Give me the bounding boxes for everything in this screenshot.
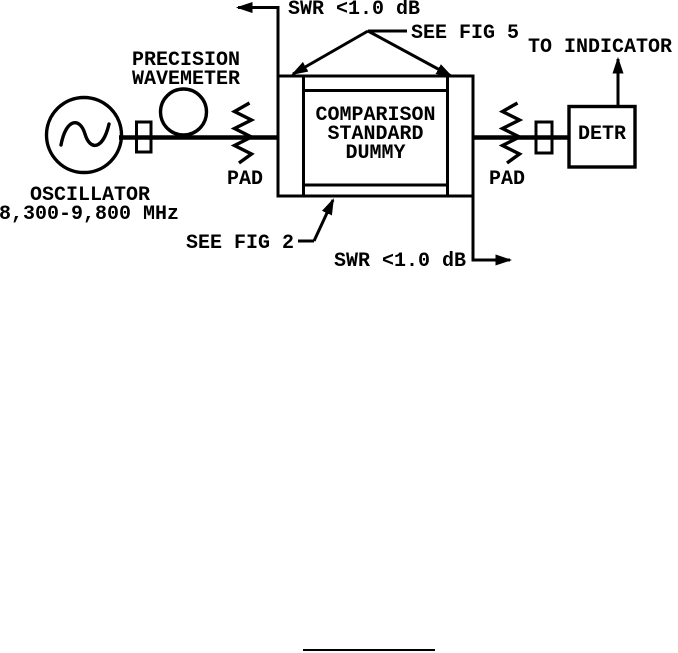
- comparison-standard-dummy-box: COMPARISON STANDARD DUMMY: [276, 74, 475, 198]
- see-fig-5-arrow-right: [367, 29, 451, 78]
- pad-left-zigzag-icon: [230, 101, 256, 165]
- detector-label: DETR: [578, 123, 626, 146]
- dummy-label-line1: COMPARISON: [315, 104, 435, 127]
- sine-wave-icon: [59, 121, 111, 147]
- pad-right-label: PAD: [489, 168, 525, 191]
- pad-right-zigzag-icon: [498, 101, 524, 165]
- see-fig-5-arrow-left: [293, 29, 369, 76]
- detector-box: [567, 104, 637, 169]
- swr-bottom-annotation: SWR <1.0 dB: [334, 197, 510, 273]
- dummy-label-line3: DUMMY: [345, 142, 405, 165]
- dummy-label-line2: STANDARD: [327, 123, 423, 146]
- see-fig-2-annotation: SEE FIG 2: [186, 200, 335, 255]
- swr-top-annotation: SWR <1.0 dB: [238, 0, 420, 76]
- swr-bottom-arrow: [471, 197, 510, 260]
- oscillator-range-label: 8,300-9,800 MHz: [0, 203, 179, 226]
- wavemeter-label-line2: WAVEMETER: [132, 68, 240, 91]
- oscillator-label: OSCILLATOR: [30, 184, 150, 207]
- to-indicator-label: TO INDICATOR: [528, 36, 672, 59]
- see-fig-2-arrow: [312, 200, 335, 242]
- wavemeter-label-line1: PRECISION: [132, 49, 240, 72]
- wavemeter-circle: [158, 87, 209, 137]
- see-fig-5-label: SEE FIG 5: [411, 22, 519, 45]
- connector-left: [135, 120, 153, 154]
- see-fig-2-label: SEE FIG 2: [186, 232, 294, 255]
- pad-right-symbol: PAD: [489, 101, 525, 191]
- swr-top-arrow: [238, 8, 280, 76]
- pad-left-symbol: PAD: [227, 101, 263, 191]
- see-fig-5-annotation: SEE FIG 5: [293, 22, 519, 78]
- connector-right: [534, 120, 554, 155]
- wavemeter-symbol: PRECISION WAVEMETER: [132, 49, 240, 137]
- pad-left-label: PAD: [227, 168, 263, 191]
- oscillator-symbol: OSCILLATOR 8,300-9,800 MHz: [0, 95, 179, 226]
- dummy-outer-rect: [276, 74, 475, 198]
- oscillator-circle: [44, 95, 124, 175]
- swr-top-label: SWR <1.0 dB: [288, 0, 420, 21]
- detector-symbol: DETR TO INDICATOR: [528, 36, 672, 169]
- swr-bottom-label: SWR <1.0 dB: [334, 250, 466, 273]
